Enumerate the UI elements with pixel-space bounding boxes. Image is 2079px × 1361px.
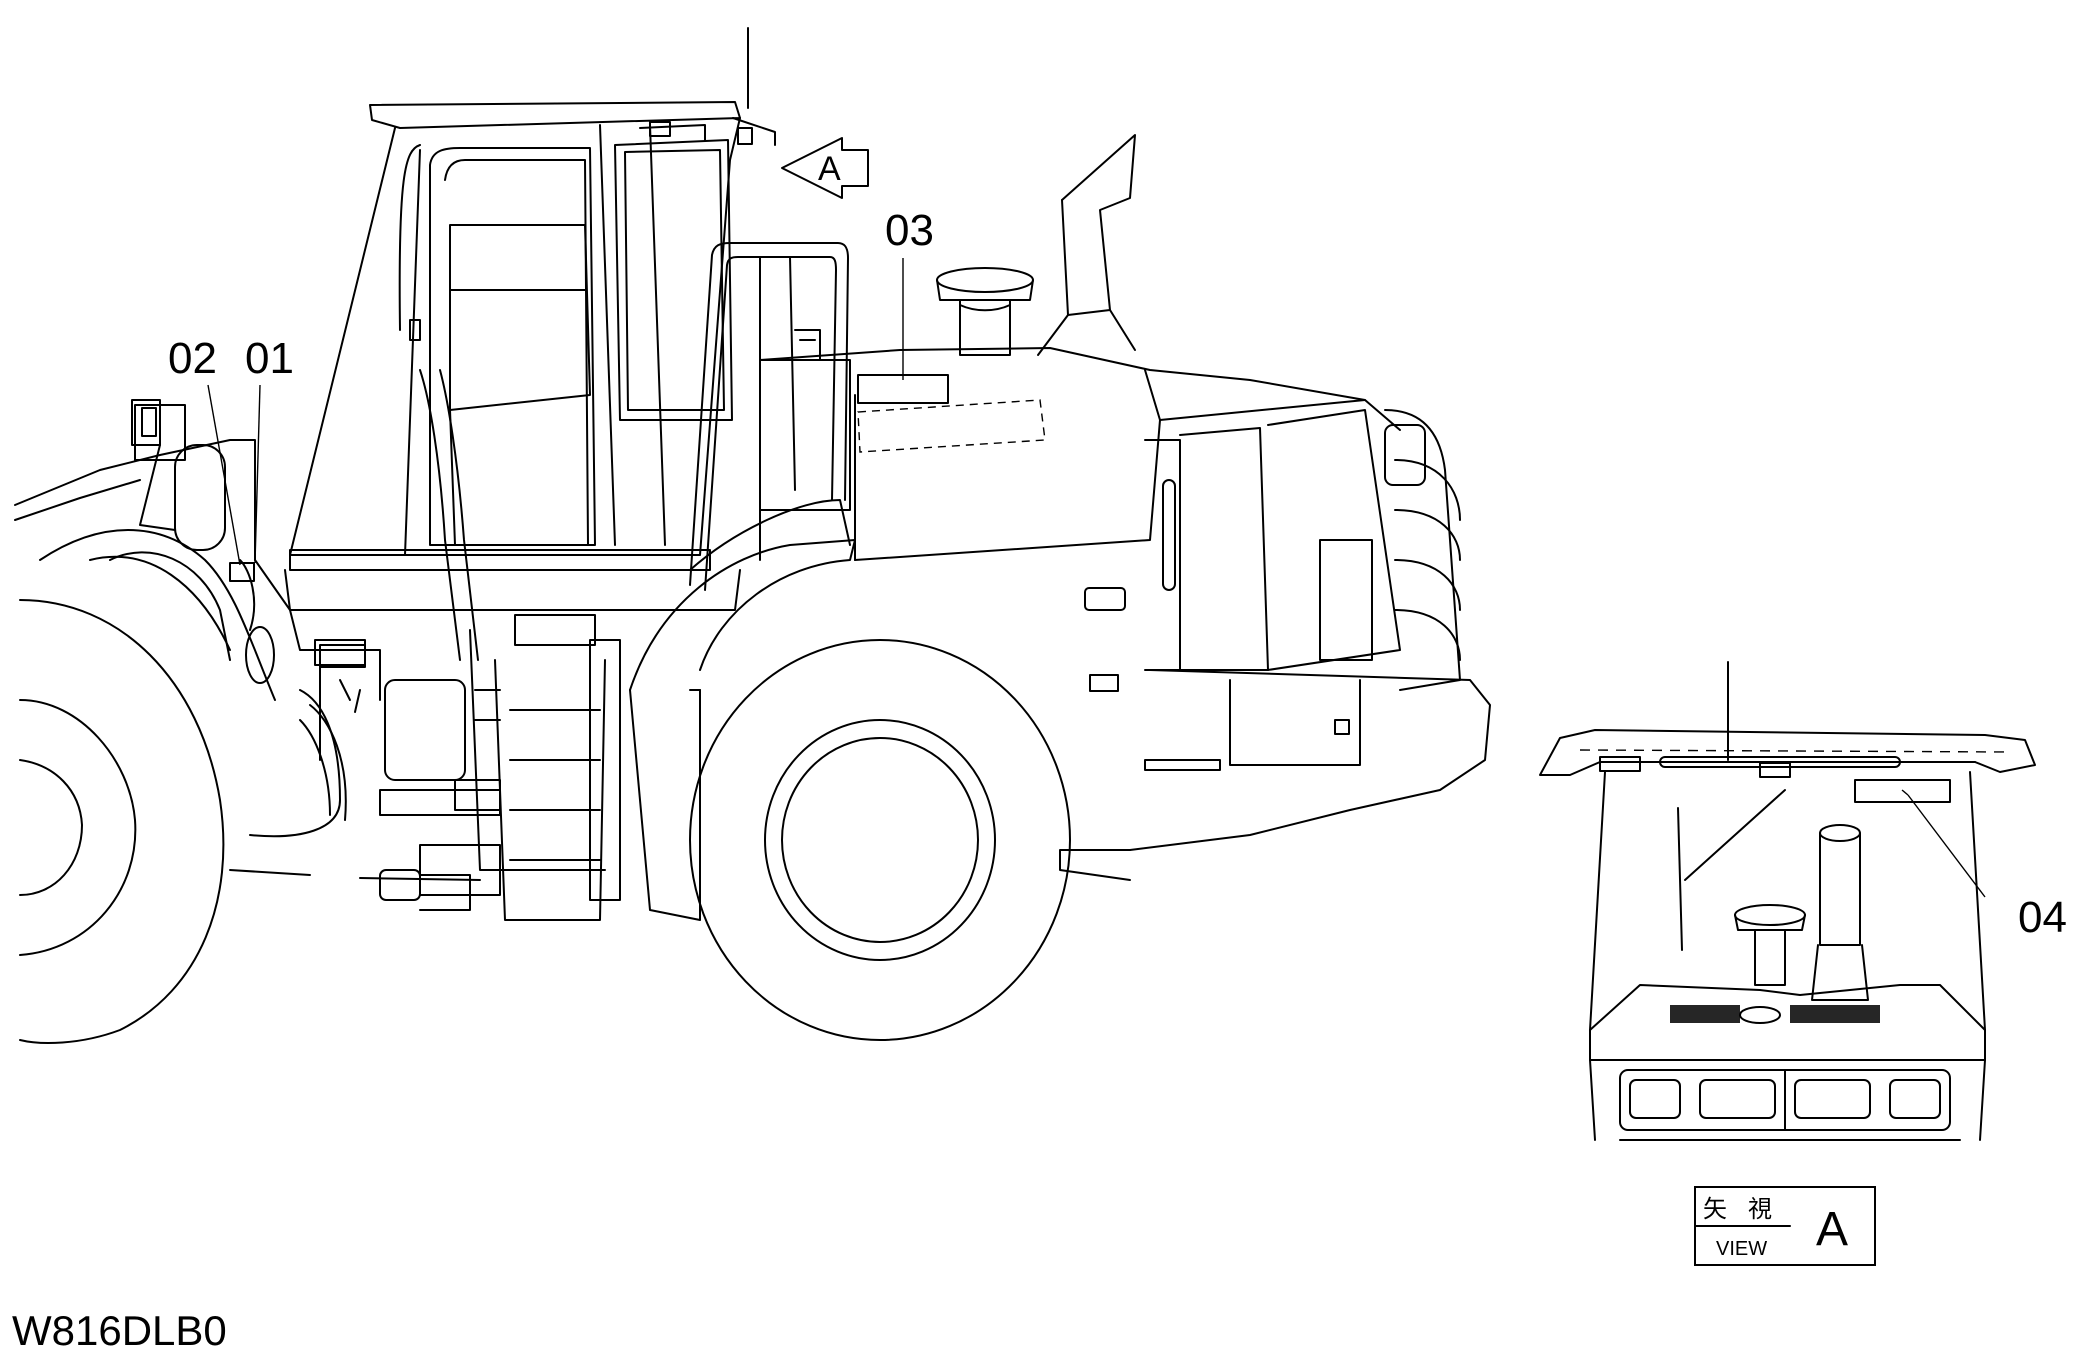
callout-01: 01 <box>245 334 294 383</box>
drawing-code: W816DLB0 <box>12 1307 227 1354</box>
view-box-letter: A <box>1816 1203 1848 1256</box>
rear-wheel <box>689 639 1071 1041</box>
view-arrow-letter: A <box>818 150 841 188</box>
rear-body <box>629 134 1491 851</box>
view-a-drawing <box>1539 661 2036 1141</box>
step-ladder <box>419 242 849 921</box>
loader-side-view: 01 02 03 A <box>14 27 1986 1044</box>
view-box-view-label: VIEW <box>1716 1238 1767 1260</box>
front-wheel <box>19 599 225 1044</box>
center-frame <box>229 559 1131 921</box>
view-a-title-box: 矢 視 VIEW A <box>1694 1186 1876 1266</box>
callout-02: 02 <box>168 334 217 383</box>
view-box-jp-right: 視 <box>1748 1195 1772 1223</box>
front-frame <box>14 399 276 701</box>
callout-03: 03 <box>885 206 934 255</box>
view-box-jp-left: 矢 <box>1703 1195 1727 1223</box>
callout-04: 04 <box>2018 893 2067 942</box>
leader-lines <box>207 258 1986 898</box>
cab <box>284 27 776 611</box>
view-arrow-a: A <box>781 137 869 199</box>
